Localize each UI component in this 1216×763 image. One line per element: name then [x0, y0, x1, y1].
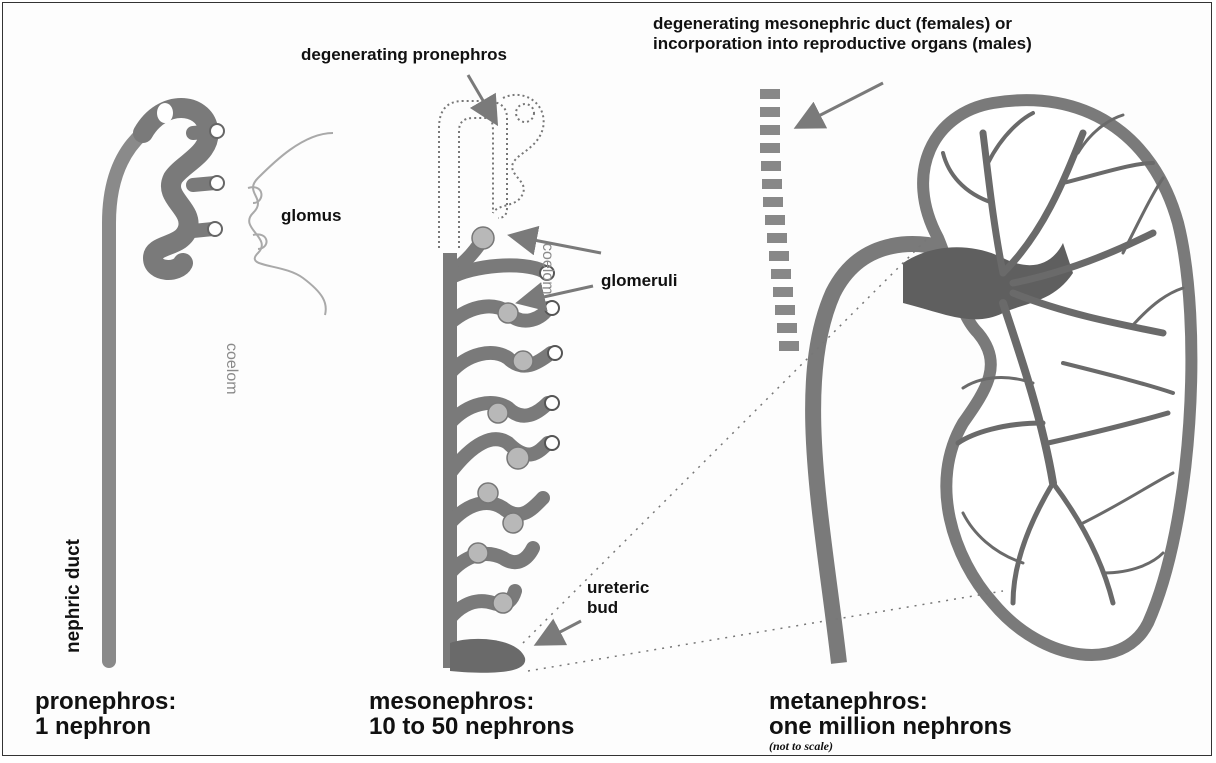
projection-line-top: [523, 238, 928, 643]
label-glomus: glomus: [281, 206, 341, 225]
pronephros-nephric-duct: [109, 133, 143, 661]
stage-mesonephros: mesonephros: 10 to 50 nephrons: [369, 689, 574, 739]
label-degenerating-pronephros: degenerating pronephros: [301, 45, 507, 64]
label-glomeruli: glomeruli: [601, 271, 678, 290]
stage-mesonephros-name: mesonephros:: [369, 689, 574, 714]
label-degenerating-mesonephric-line2: incorporation into reproductive organs (…: [653, 34, 1032, 53]
mesonephros-structure: [439, 95, 562, 673]
stage-pronephros-count: 1 nephron: [35, 714, 176, 739]
label-ureteric-bud-line2: bud: [587, 598, 618, 617]
arrow-ureteric-bud: [539, 621, 581, 643]
pronephros-structure: [109, 103, 333, 661]
stage-pronephros-name: pronephros:: [35, 689, 176, 714]
label-coelom-mesonephros: coelom: [539, 243, 556, 295]
degenerating-pronephros-outline: [439, 101, 507, 248]
stage-metanephros-name: metanephros:: [769, 689, 1012, 714]
arrow-glomeruli-1: [513, 236, 601, 253]
label-degenerating-mesonephric-line1: degenerating mesonephric duct (females) …: [653, 14, 1012, 33]
arrow-degenerating-mesonephric: [799, 83, 883, 126]
stage-metanephros-count: one million nephrons: [769, 714, 1012, 739]
label-nephric-duct: nephric duct: [63, 538, 84, 653]
stage-mesonephros-count: 10 to 50 nephrons: [369, 714, 574, 739]
label-coelom-pronephros: coelom: [223, 343, 240, 395]
arrow-degenerating-pronephros: [468, 75, 495, 121]
stage-pronephros: pronephros: 1 nephron: [35, 689, 176, 739]
label-ureteric-bud-line1: ureteric: [587, 578, 649, 597]
arrow-glomeruli-2: [521, 286, 593, 302]
degenerating-mesonephric-duct: [760, 89, 799, 351]
diagram-canvas: degenerating pronephros degenerating mes…: [3, 3, 1216, 763]
stage-metanephros: metanephros: one million nephrons (not t…: [769, 689, 1012, 753]
stage-metanephros-note: (not to scale): [769, 739, 1012, 753]
kidney-outline: [923, 100, 1191, 655]
ureteric-bud-shape: [450, 639, 525, 673]
